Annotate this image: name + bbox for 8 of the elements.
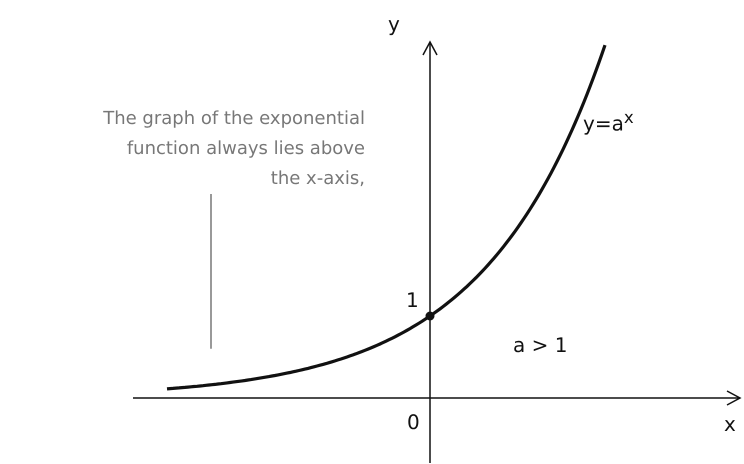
function-label: y=a$^{x}$ [583,110,634,134]
annotation-text: The graph of the exponential function always lies above the x-axis, [95,104,365,194]
axis-label: y [388,14,400,34]
condition-label: a > 1 [513,335,568,355]
leader-line [210,194,212,349]
origin-label: 0 [407,412,420,432]
axis-label: x [724,414,736,434]
tick-label: 1 [406,290,419,310]
